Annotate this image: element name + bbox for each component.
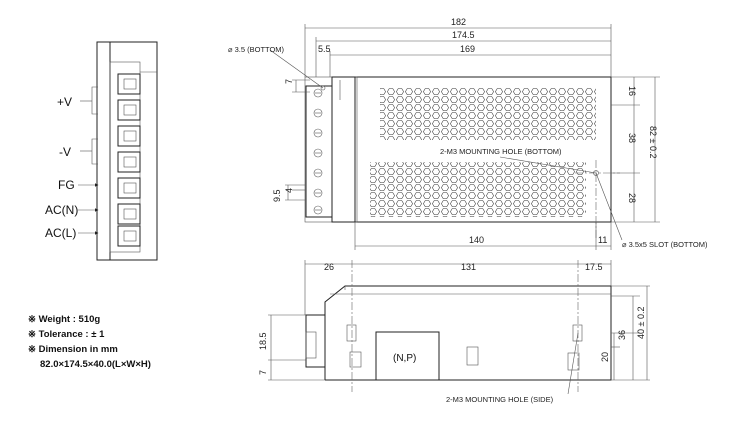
terminal-label-ac-l: AC(L)	[45, 226, 76, 240]
top-view-screws	[313, 88, 323, 215]
dim-9-5: 9.5	[272, 189, 282, 202]
dim-174-5: 174.5	[452, 30, 475, 40]
dim-18-5: 18.5	[258, 332, 268, 350]
dim-7-top: 7	[284, 79, 294, 84]
spec-size: 82.0×174.5×40.0(L×W×H)	[40, 359, 151, 370]
terminal-screws	[117, 73, 141, 247]
terminal-label-plus-v: +V	[57, 95, 72, 109]
dim-26: 26	[324, 262, 334, 272]
dim-38: 38	[627, 133, 637, 143]
dim-182: 182	[451, 17, 466, 27]
spec-dimension: ※ Dimension in mm	[28, 344, 118, 355]
terminal-label-minus-v: -V	[59, 145, 71, 159]
dim-20: 20	[600, 352, 610, 362]
dim-140: 140	[469, 235, 484, 245]
dim-131: 131	[461, 262, 476, 272]
terminal-block-view	[78, 41, 158, 261]
dim-17-5: 17.5	[585, 262, 603, 272]
vent-grille-upper	[380, 88, 596, 140]
dim-82: 82 ± 0.2	[648, 126, 658, 158]
note-m3-side: 2-M3 MOUNTING HOLE (SIDE)	[446, 395, 554, 404]
dim-28: 28	[627, 193, 637, 203]
top-view	[269, 24, 660, 250]
terminal-label-ac-n: AC(N)	[45, 203, 78, 217]
note-hole-bottom: ⌀ 3.5 (BOTTOM)	[228, 45, 285, 54]
np-window-label: (N,P)	[393, 353, 416, 364]
dim-16: 16	[627, 86, 637, 96]
note-m3-bottom: 2-M3 MOUNTING HOLE (BOTTOM)	[440, 147, 562, 156]
note-slot-bottom: ⌀ 3.5x5 SLOT (BOTTOM)	[622, 240, 708, 249]
spec-tolerance: ※ Tolerance : ± 1	[28, 329, 105, 340]
spec-weight: ※ Weight : 510g	[28, 314, 100, 325]
side-view	[268, 260, 650, 395]
vent-grille-lower	[370, 162, 586, 217]
dim-11: 11	[598, 235, 607, 245]
dim-7-side: 7	[258, 370, 268, 375]
dim-5-5: 5.5	[318, 44, 331, 54]
spec-block: ※ Weight : 510g ※ Tolerance : ± 1 ※ Dime…	[28, 314, 151, 370]
dim-169: 169	[460, 44, 475, 54]
dim-4: 4	[284, 188, 294, 193]
terminal-label-fg: FG	[58, 178, 75, 192]
dim-36: 36	[617, 330, 627, 340]
dim-40: 40 ± 0.2	[636, 307, 646, 339]
